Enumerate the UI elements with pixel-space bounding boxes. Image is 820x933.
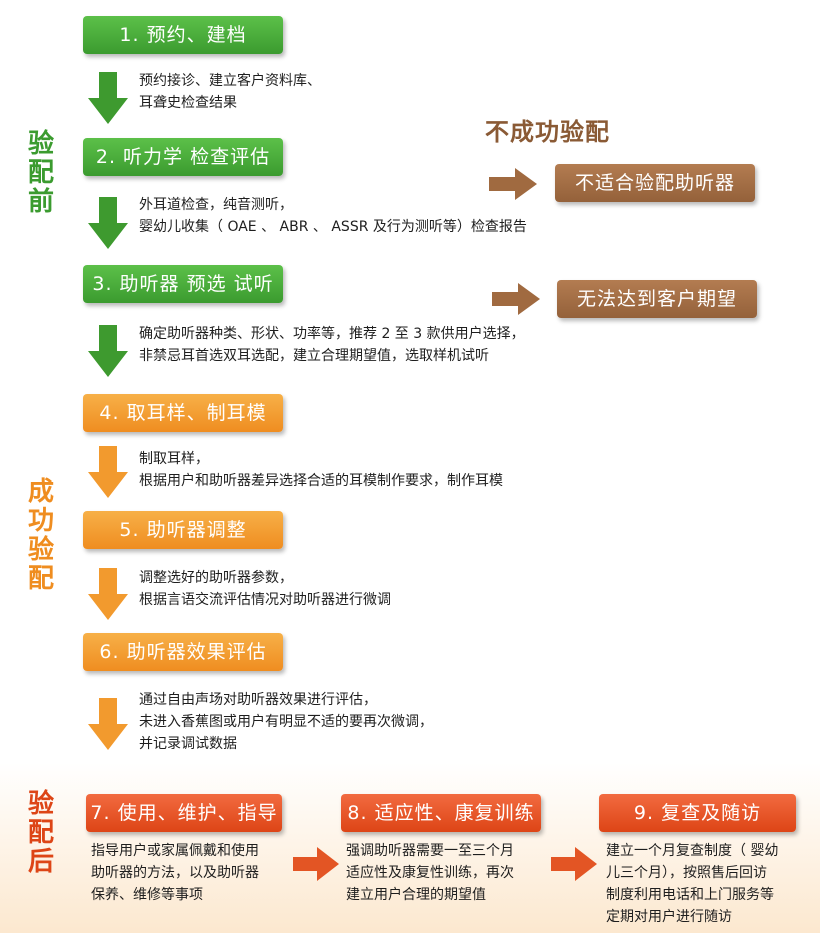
right-arrow-icon — [551, 847, 597, 881]
step-9-box: 9. 复查及随访 — [599, 794, 796, 832]
down-arrow-icon — [88, 568, 128, 620]
failure-box-expectation: 无法达到客户期望 — [557, 280, 757, 318]
step-2-note: 外耳道检查，纯音测听， 婴幼儿收集（ OAE 、 ABR 、 ASSR 及行为测… — [139, 197, 527, 235]
step-4-box: 4. 取耳样、制耳模 — [83, 394, 283, 432]
step-3-box: 3. 助听器 预选 试听 — [83, 265, 283, 303]
down-arrow-icon — [88, 325, 128, 377]
side-label-after: 验配后 — [27, 789, 54, 877]
right-arrow-icon — [489, 168, 537, 200]
step-6-note: 通过自由声场对助听器效果进行评估， 未进入香蕉图或用户有明显不适的要再次微调， … — [139, 692, 433, 752]
step-1-box: 1. 预约、建档 — [83, 16, 283, 54]
step-1-note: 预约接诊、建立客户资料库、 耳聋史检查结果 — [139, 73, 321, 111]
step-3-note: 确定助听器种类、形状、功率等，推荐 2 至 3 款供用户选择， 非禁忌耳首选双耳… — [139, 326, 525, 364]
failure-title: 不成功验配 — [485, 118, 610, 146]
side-label-before: 验配前 — [27, 129, 54, 217]
step-7-note: 指导用户或家属佩戴和使用 助听器的方法，以及助听器 保养、维修等事项 — [91, 843, 259, 903]
bottom-background — [0, 763, 820, 933]
right-arrow-icon — [492, 283, 540, 315]
down-arrow-icon — [88, 72, 128, 124]
step-5-box: 5. 助听器调整 — [83, 511, 283, 549]
step-8-box: 8. 适应性、康复训练 — [341, 794, 541, 832]
down-arrow-icon — [88, 197, 128, 249]
step-2-box: 2. 听力学 检查评估 — [83, 138, 283, 176]
step-6-box: 6. 助听器效果评估 — [83, 633, 283, 671]
right-arrow-icon — [293, 847, 339, 881]
down-arrow-icon — [88, 698, 128, 750]
step-9-note: 建立一个月复查制度（ 婴幼 儿三个月），按照售后回访 制度利用电话和上门服务等 … — [606, 843, 779, 925]
step-7-box: 7. 使用、维护、指导 — [86, 794, 282, 832]
failure-box-unsuitable: 不适合验配助听器 — [555, 164, 755, 202]
step-4-note: 制取耳样， 根据用户和助听器差异选择合适的耳模制作要求，制作耳模 — [139, 451, 503, 489]
side-label-success: 成功验配 — [27, 477, 54, 594]
step-8-note: 强调助听器需要一至三个月 适应性及康复性训练，再次 建立用户合理的期望值 — [346, 843, 514, 903]
step-5-note: 调整选好的助听器参数， 根据言语交流评估情况对助听器进行微调 — [139, 570, 391, 608]
down-arrow-icon — [88, 446, 128, 498]
